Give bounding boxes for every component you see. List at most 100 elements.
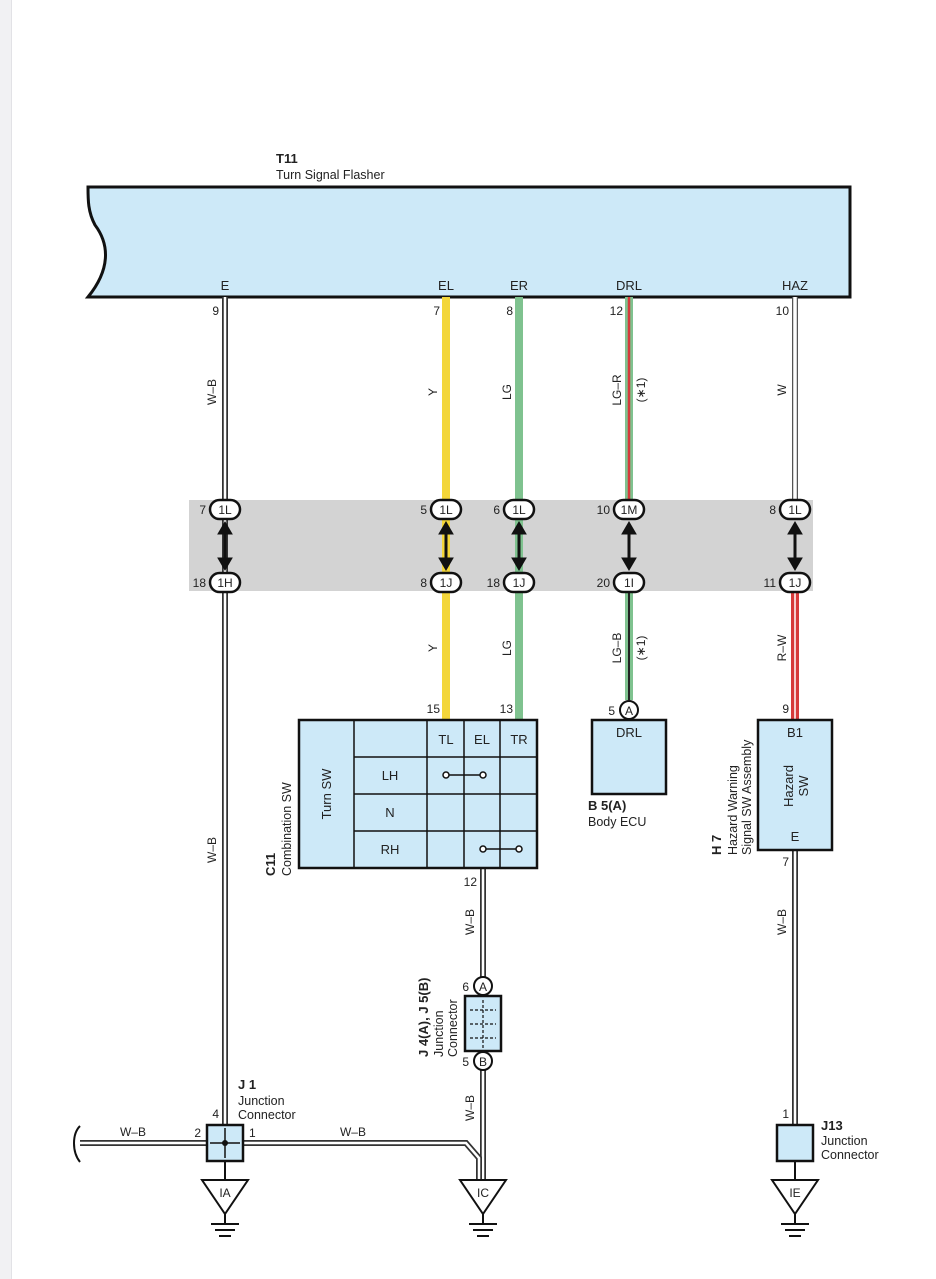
- hazard-terminal-b1: B1: [787, 725, 803, 740]
- ecu-terminal: DRL: [616, 725, 642, 740]
- connector-letter: A: [479, 980, 487, 994]
- wire-label: LG–R: [610, 374, 624, 406]
- j1-node: [222, 1140, 228, 1146]
- junction-id: 1L: [439, 503, 453, 517]
- pin-label: 6: [462, 980, 469, 994]
- junction-id: 1I: [624, 576, 634, 590]
- flasher-name: Turn Signal Flasher: [276, 168, 385, 182]
- pin-label: 5: [462, 1055, 469, 1069]
- j4-code: J 4(A), J 5(B): [416, 978, 431, 1057]
- junction-id: 1L: [512, 503, 526, 517]
- j13-name: Junction: [821, 1134, 868, 1148]
- j1-name: Junction: [238, 1094, 285, 1108]
- pin-label: 15: [427, 702, 441, 716]
- j1-code: J 1: [238, 1077, 256, 1092]
- j13-connector-box: [775, 1123, 815, 1163]
- pin-label: 8: [769, 503, 776, 517]
- j13-code: J13: [821, 1118, 843, 1133]
- combo-sw-name: Combination SW: [280, 782, 294, 876]
- pin-label: 9: [782, 702, 789, 716]
- j4-name: Junction: [432, 1010, 446, 1057]
- pin-label: 8: [506, 304, 513, 318]
- pin-label: 10: [776, 304, 790, 318]
- ground-ia: [200, 1179, 250, 1237]
- wire-label: LG–B: [610, 633, 624, 664]
- wire-label: W: [775, 384, 789, 396]
- flasher-code: T11: [276, 151, 298, 166]
- column-label: TR: [510, 732, 527, 747]
- junction-id: 1L: [218, 503, 232, 517]
- hazard-code: H 7: [709, 835, 724, 855]
- row-label: N: [385, 805, 394, 820]
- window-edge: [0, 0, 12, 1279]
- pin-label: 1: [782, 1107, 789, 1121]
- connector-letter: A: [625, 704, 633, 718]
- pin-label: 8: [420, 576, 427, 590]
- pin-label: 18: [193, 576, 207, 590]
- pin-label: 5: [420, 503, 427, 517]
- wire-label: W–B: [205, 837, 219, 863]
- pin-label: 7: [433, 304, 440, 318]
- combo-sw-code: C11: [263, 853, 278, 876]
- pin-label: 9: [212, 304, 219, 318]
- junction-id: 1J: [513, 576, 526, 590]
- pin-label: 1: [249, 1126, 256, 1140]
- wire-note: (∗1): [634, 636, 648, 661]
- wire-label: LG: [500, 384, 514, 400]
- junction-id: 1J: [440, 576, 453, 590]
- j1-name: Connector: [238, 1108, 296, 1122]
- wire-note: (∗1): [634, 378, 648, 403]
- pin-label: 13: [500, 702, 514, 716]
- j4-name: Connector: [446, 999, 460, 1057]
- connector-circle: [619, 700, 639, 720]
- hazard-sw-label: Hazard: [781, 765, 796, 807]
- hazard-sw-box: [756, 718, 834, 852]
- flasher-box: [84, 185, 852, 299]
- pin-label: 20: [597, 576, 611, 590]
- hazard-name: Hazard Warning: [726, 765, 740, 855]
- hazard-terminal-e: E: [791, 829, 800, 844]
- row-label: LH: [382, 768, 399, 783]
- turn-sw-label: Turn SW: [319, 768, 334, 820]
- wire-label: Y: [426, 388, 440, 396]
- ground-ie: [770, 1179, 820, 1237]
- wire-label: R–W: [775, 634, 789, 661]
- wire-label: W–B: [340, 1125, 366, 1139]
- ground-label: IA: [219, 1186, 230, 1200]
- wire-label: W–B: [205, 379, 219, 405]
- terminal-drl: DRL: [616, 278, 642, 293]
- body-ecu-code: B 5(A): [588, 798, 626, 813]
- pin-label: 4: [212, 1107, 219, 1121]
- pin-label: 11: [764, 576, 777, 590]
- body-ecu-name: Body ECU: [588, 815, 646, 829]
- wire-label: W–B: [463, 909, 477, 935]
- wire-j1-right: [243, 1140, 482, 1180]
- terminal-el: EL: [438, 278, 454, 293]
- j13-name: Connector: [821, 1148, 879, 1162]
- wire-label: W–B: [120, 1125, 146, 1139]
- pin-label: 10: [597, 503, 611, 517]
- junction-connectors: [208, 498, 812, 594]
- junction-id: 1H: [217, 576, 232, 590]
- pin-label: 12: [610, 304, 624, 318]
- connector-letter: B: [479, 1055, 487, 1069]
- wire-label: LG: [500, 640, 514, 656]
- wire-label: W–B: [463, 1095, 477, 1121]
- pin-label: 18: [487, 576, 501, 590]
- junction-band: [189, 500, 813, 591]
- pin-label: 5: [608, 704, 615, 718]
- pin-label: 7: [199, 503, 206, 517]
- connector-circle: [473, 1051, 493, 1071]
- hazard-name: Signal SW Assembly: [740, 739, 754, 855]
- break-symbol: [73, 1125, 81, 1163]
- combination-switch: [297, 718, 539, 870]
- ground-ic: [458, 1179, 508, 1237]
- pin-label: 7: [782, 855, 789, 869]
- terminal-er: ER: [510, 278, 528, 293]
- terminal-haz: HAZ: [782, 278, 808, 293]
- hazard-sw-label: SW: [796, 775, 811, 797]
- column-label: TL: [438, 732, 453, 747]
- junction-id: 1M: [621, 503, 638, 517]
- terminal-e: E: [221, 278, 230, 293]
